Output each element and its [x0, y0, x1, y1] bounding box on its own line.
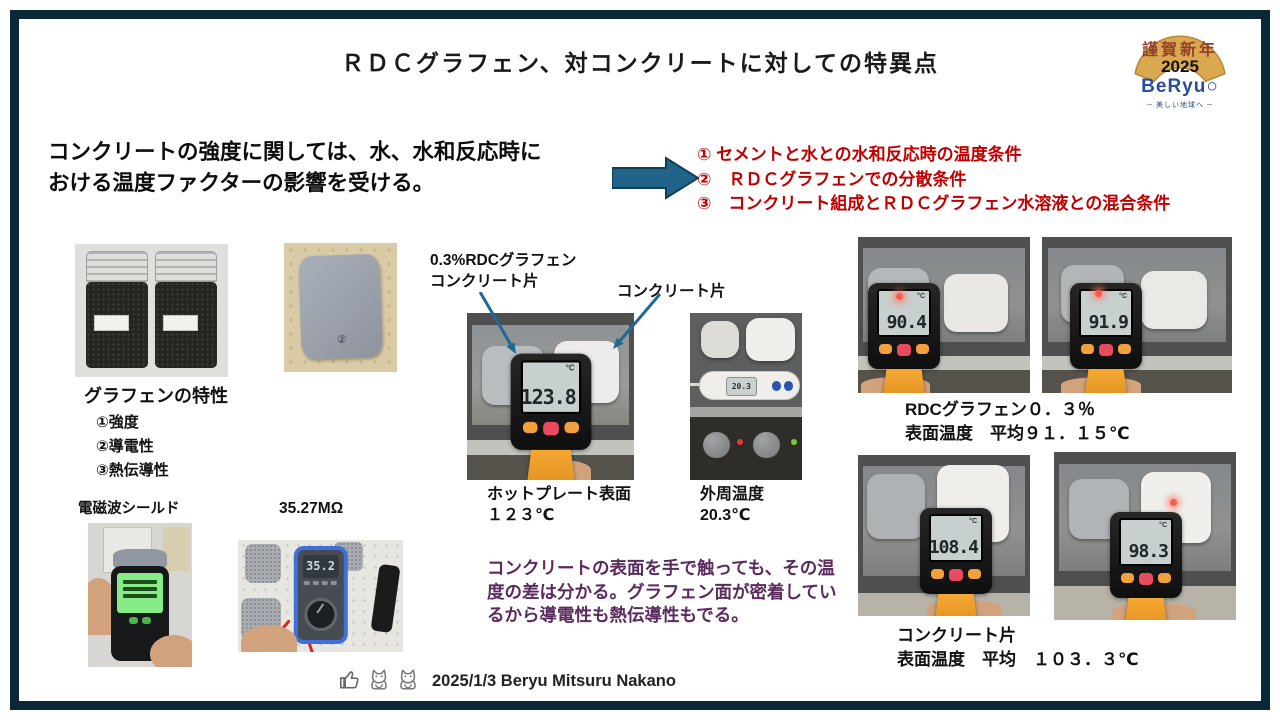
- graphene-jar: [154, 250, 218, 371]
- logo-tagline: ─ 美しい地球へ ─: [1147, 102, 1213, 109]
- label-plain-specimen: コンクリート片: [617, 283, 726, 300]
- black-connector: [370, 563, 401, 633]
- thermometer-probe: [690, 383, 701, 387]
- beryu-newyear-logo: 謹賀新年 2025 BeRyu○ ─ 美しい地球へ ─: [1114, 24, 1246, 116]
- laser-dot: [1170, 499, 1178, 507]
- logo-brand: BeRyu○: [1141, 76, 1219, 97]
- graphene-heading: グラフェンの特性: [84, 386, 228, 406]
- ir-thermometer-gun: °C 123.8: [510, 353, 591, 480]
- photo-emf-meter: [88, 523, 192, 667]
- label-rdc-specimen: 0.3%RDCグラフェン コンクリート片: [430, 252, 577, 290]
- multimeter-lcd: 35.2: [302, 554, 339, 579]
- green-indicator: [790, 438, 797, 445]
- gun-lcd: °C 123.8: [520, 360, 581, 415]
- logo-greeting: 謹賀新年: [1141, 42, 1218, 59]
- caption-rdc-average: RDCグラフェン０．３％ 表面温度 平均９１．１５℃: [905, 400, 1130, 443]
- intro-paragraph: コンクリートの強度に関しては、水、水和反応時に おける温度ファクターの影響を受け…: [48, 137, 541, 198]
- resistance-value: 35.27MΩ: [279, 500, 344, 517]
- stick-thermometer: 20.3: [698, 371, 800, 401]
- page-title: ＲＤＣグラフェン、対コンクリートに対しての特異点: [341, 50, 939, 76]
- intro-line-1: コンクリートの強度に関しては、水、水和反応時に: [48, 140, 542, 164]
- jar-label: [94, 314, 130, 332]
- photo-multimeter: 35.2: [238, 540, 403, 652]
- maneki-neko-icon: [371, 669, 387, 690]
- thumbs-up-icon: [339, 671, 359, 689]
- emf-shield-label: 電磁波シールド: [78, 501, 180, 517]
- stick-lcd: 20.3: [725, 377, 758, 396]
- rotary-dial: [304, 598, 337, 632]
- maneki-neko-icon: [400, 669, 416, 690]
- condition-item-2: ② ＲＤＣグラフェンでの分散条件: [697, 169, 967, 189]
- intro-line-2: おける温度ファクターの影響を受ける。: [48, 170, 435, 195]
- gun-reading: 91.9: [1088, 312, 1129, 333]
- photo-stick-thermometer: 20.3: [690, 313, 802, 480]
- photo-hotplate-ir-gun: °C 123.8: [467, 313, 634, 480]
- concrete-chunk: [112, 548, 168, 571]
- credit-line: 2025/1/3 Beryu Mitsuru Nakano: [432, 672, 676, 690]
- graphene-property-1: ①強度: [96, 414, 139, 431]
- hand: [150, 635, 192, 667]
- comment-paragraph: コンクリートの表面を手で触っても、その温度の差は分かる。グラフェン面が密着してい…: [487, 558, 837, 626]
- fan-icon: [1134, 35, 1226, 83]
- right-block-arrow-icon: [612, 156, 700, 200]
- multimeter-device: 35.2: [293, 545, 348, 645]
- graphene-property-3: ③熱伝導性: [96, 462, 169, 479]
- pointer-arrows-icon: [478, 292, 662, 354]
- laser-dot: [1095, 290, 1103, 298]
- jar-label: [163, 314, 198, 332]
- gun-reading: 123.8: [520, 386, 576, 410]
- graphene-jar: [85, 250, 149, 371]
- graphene-property-2: ②導電性: [96, 438, 154, 455]
- hand: [241, 625, 298, 652]
- gun-reading: 108.4: [928, 537, 979, 558]
- red-indicator: [737, 438, 744, 445]
- caption-outer-temp: 外周温度 20.3℃: [700, 486, 765, 524]
- hotplate-knob: [752, 431, 780, 459]
- footer-icons: [337, 666, 421, 692]
- condition-item-3: ③ コンクリート組成とＲＤＣグラフェン水溶液との混合条件: [697, 194, 1171, 214]
- conditions-list: ① セメントと水との水和反応時の温度条件 ② ＲＤＣグラフェンでの分散条件 ③ …: [697, 143, 1170, 217]
- gun-reading: 98.3: [1128, 541, 1169, 562]
- laser-dot: [895, 293, 903, 301]
- emf-lcd: [116, 573, 164, 614]
- gun-reading: 90.4: [886, 312, 927, 333]
- concrete-piece: ②: [298, 253, 383, 360]
- logo-year: 2025: [1161, 57, 1199, 76]
- caption-hotplate: ホットプレート表面 １２３℃: [487, 486, 632, 524]
- photo-graphene-jars: [75, 244, 228, 377]
- graphene-properties: ①強度 ②導電性 ③熱伝導性: [96, 411, 169, 483]
- photo-concrete-square: ②: [284, 243, 397, 372]
- condition-item-1: ① セメントと水との水和反応時の温度条件: [697, 145, 1022, 164]
- caption-plain-average: コンクリート片 表面温度 平均 １０３．３℃: [897, 626, 1139, 669]
- concrete-piece-mark: ②: [336, 333, 347, 346]
- hotplate-knob: [703, 431, 731, 459]
